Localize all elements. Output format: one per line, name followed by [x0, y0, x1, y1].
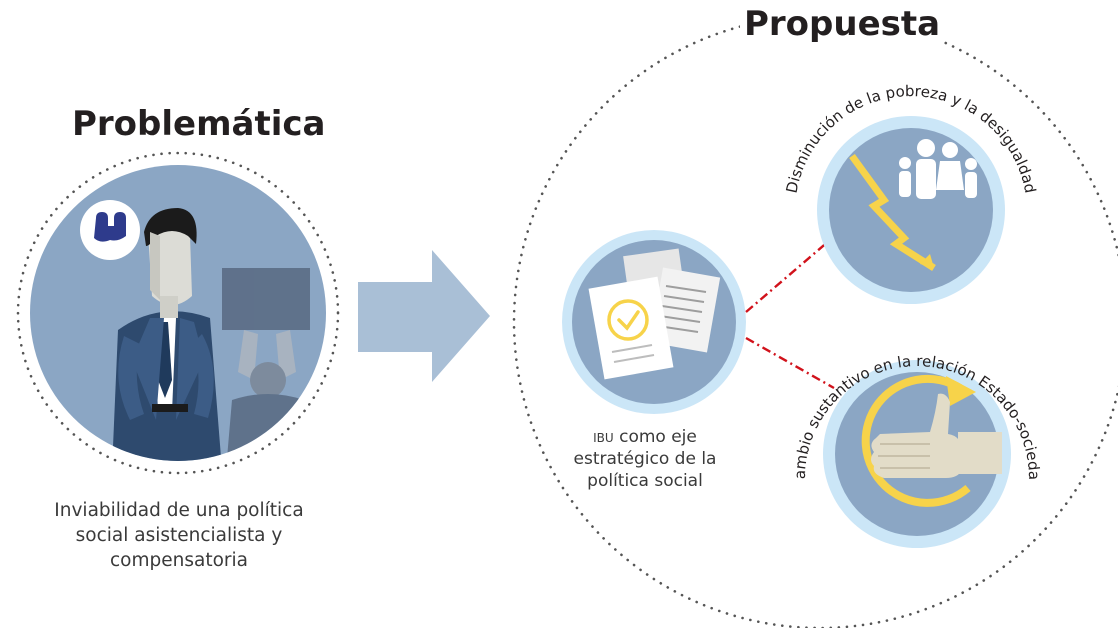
- ibu-caption-line: política social: [587, 471, 703, 491]
- decline-arrow-icon: [849, 153, 936, 271]
- problem-caption-line: Inviabilidad de una política: [54, 500, 304, 521]
- problem-caption: Inviabilidad de una política social asis…: [20, 498, 338, 573]
- ibu-caption: IBU como eje estratégico de la política …: [570, 426, 720, 492]
- grumble-icon: [94, 212, 126, 242]
- ibu-caption-rest: como eje: [613, 427, 697, 447]
- poverty-node: [817, 116, 1005, 304]
- ibu-caption-line: estratégico de la: [573, 449, 717, 469]
- protest-sign: [222, 268, 310, 330]
- ibu-acronym: IBU: [593, 427, 614, 447]
- connector-top: [745, 239, 831, 313]
- thumbs-up-icon: [871, 393, 1002, 478]
- speech-bubble: [80, 200, 140, 260]
- problem-caption-line: social asistencialista y: [75, 525, 283, 546]
- connector-bottom: [745, 336, 835, 390]
- businessman-figure: [112, 208, 222, 461]
- family-icon: [899, 139, 977, 199]
- document-icon: [588, 248, 721, 380]
- transition-arrow: [358, 250, 490, 382]
- problem-title: Problemática: [72, 104, 326, 144]
- cycle-arrow-icon: [861, 374, 971, 507]
- ibu-node: [562, 230, 746, 414]
- proposal-title: Propuesta: [740, 4, 945, 44]
- problem-caption-line: compensatoria: [110, 550, 248, 571]
- relation-node: [823, 360, 1011, 548]
- problem-dotted-ring: [16, 151, 340, 475]
